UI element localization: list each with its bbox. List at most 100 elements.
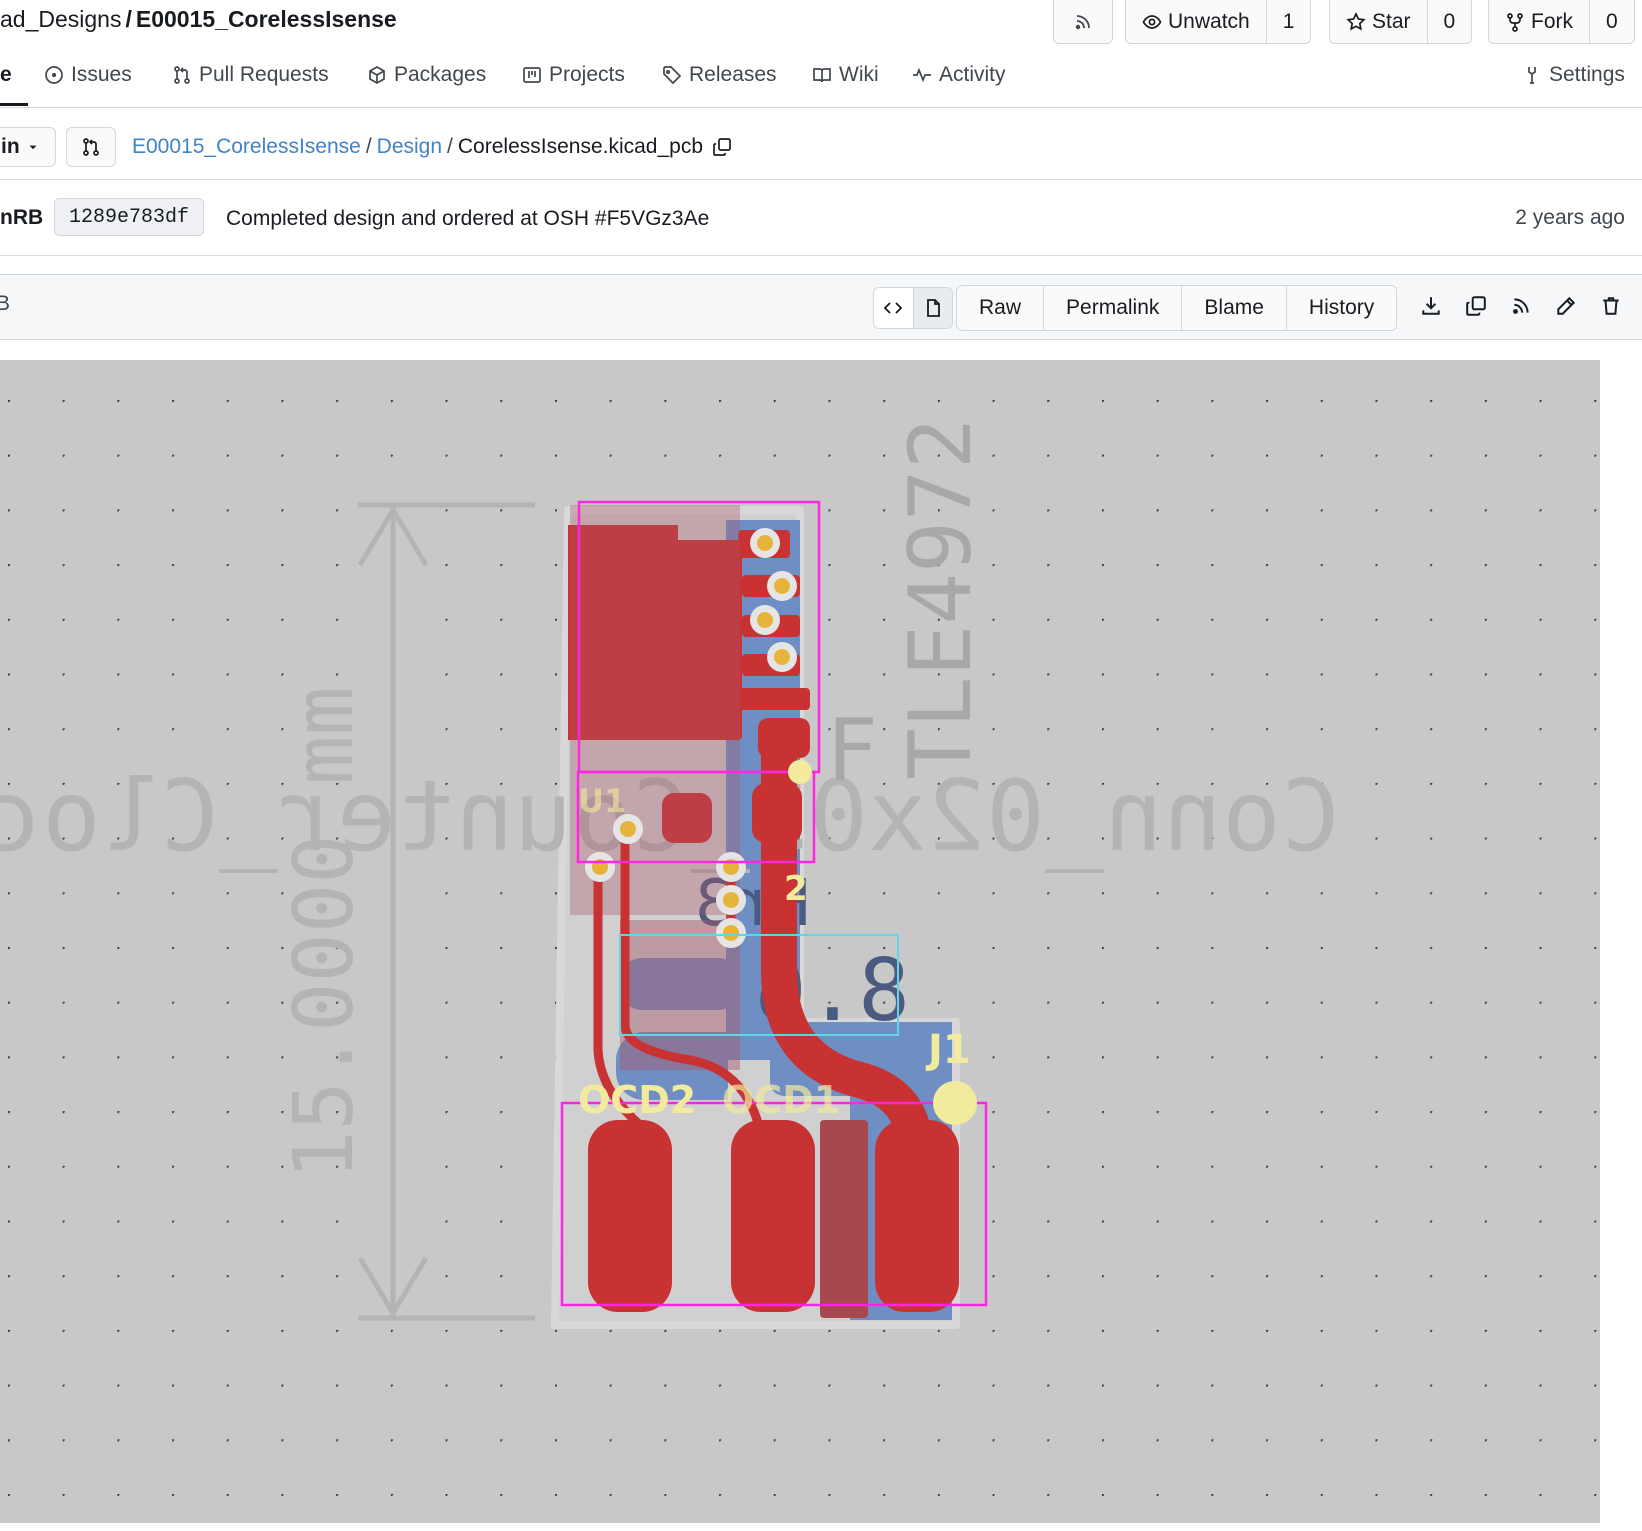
tool-icon <box>1522 65 1542 85</box>
viewer-right-margin <box>1600 360 1642 1523</box>
u1-ref: U1 <box>578 782 626 820</box>
watch-button-group: Unwatch 1 <box>1125 0 1312 44</box>
copper-overlay <box>570 505 740 915</box>
f-label: F <box>826 701 878 801</box>
source-view-button[interactable] <box>874 288 913 328</box>
file-breadcrumb-row: in E00015_CorelessIsense / Design / Core… <box>0 108 1642 180</box>
pull-request-icon <box>172 65 192 85</box>
breadcrumb-folder-link[interactable]: Design <box>376 135 443 158</box>
tab-projects-label: Projects <box>549 63 625 86</box>
unwatch-label: Unwatch <box>1168 9 1250 33</box>
file-action-buttons: Raw Permalink Blame History <box>956 285 1398 331</box>
fork-button-group: Fork 0 <box>1488 0 1635 44</box>
package-icon <box>367 65 387 85</box>
copy-path-icon[interactable] <box>712 137 732 157</box>
blame-button[interactable]: Blame <box>1181 286 1286 330</box>
pad-ocd1 <box>731 1120 815 1312</box>
fork-icon <box>1505 12 1525 32</box>
tag-icon <box>662 65 682 85</box>
pcb-viewer[interactable]: 15.0000 mm Conn_02x03_Counter_Clockwise … <box>0 360 1600 1523</box>
rendered-view-button[interactable] <box>912 288 952 328</box>
trash-icon[interactable] <box>1600 295 1622 317</box>
pad-j1 <box>875 1120 959 1312</box>
history-button[interactable]: History <box>1285 286 1396 330</box>
pad-ocd2 <box>588 1120 672 1312</box>
unwatch-button[interactable]: Unwatch <box>1126 0 1266 43</box>
rss-feed-button[interactable] <box>1053 0 1113 44</box>
breadcrumb-file-name: CorelessIsense.kicad_pcb <box>457 135 704 158</box>
fork-count[interactable]: 0 <box>1589 0 1634 43</box>
repo-name-link[interactable]: E00015_CorelessIsense <box>135 6 397 32</box>
tab-releases[interactable]: Releases <box>662 63 777 87</box>
star-icon <box>1346 11 1366 32</box>
rss-icon[interactable] <box>1510 295 1532 317</box>
file-size: B <box>0 292 11 315</box>
copy-content-icon[interactable] <box>1465 295 1487 317</box>
j1-ref: J1 <box>925 1027 971 1073</box>
tab-pull-requests-label: Pull Requests <box>199 63 329 86</box>
star-button[interactable]: Star <box>1330 0 1427 43</box>
rss-icon <box>1073 12 1093 32</box>
pin1-dot <box>788 760 812 784</box>
branch-name: in <box>1 135 20 158</box>
tab-issues[interactable]: Issues <box>44 63 132 87</box>
tab-settings-label: Settings <box>1549 63 1625 86</box>
repo-title: ad_Designs/E00015_CorelessIsense <box>0 6 397 33</box>
dimension-text: 15.0000 mm <box>277 686 372 1180</box>
front-silkscreen: J1 OCD2 OCD1 U1 2 <box>578 782 971 1122</box>
file-icon-actions <box>1420 295 1622 317</box>
vias <box>585 528 797 948</box>
code-icon <box>883 298 903 318</box>
tab-code[interactable]: e <box>0 63 12 87</box>
download-icon[interactable] <box>1420 295 1442 317</box>
pulse-icon <box>912 65 932 85</box>
latest-commit-row: nRB 1289e783df Completed design and orde… <box>0 180 1642 256</box>
star-count[interactable]: 0 <box>1426 0 1472 43</box>
active-tab-underline <box>0 103 28 106</box>
repo-owner-link[interactable]: ad_Designs <box>0 6 122 32</box>
breadcrumb-separator: / <box>447 135 453 158</box>
commit-message[interactable]: Completed design and ordered at OSH #F5V… <box>226 207 710 230</box>
compare-button[interactable] <box>66 127 116 167</box>
commit-time: 2 years ago <box>1515 206 1625 229</box>
tab-pull-requests[interactable]: Pull Requests <box>172 63 329 87</box>
fork-button[interactable]: Fork <box>1489 0 1589 43</box>
tab-wiki[interactable]: Wiki <box>812 63 879 87</box>
c2-ref: 2 <box>784 869 808 909</box>
repo-header: ad_Designs/E00015_CorelessIsense Unwatch… <box>0 0 1642 50</box>
star-label: Star <box>1372 9 1411 33</box>
tab-activity[interactable]: Activity <box>912 63 1006 87</box>
project-board-icon <box>522 65 542 85</box>
eye-icon <box>1142 12 1162 32</box>
fab-outline <box>619 934 899 1036</box>
courtyards <box>560 500 988 1307</box>
repo-nav-tabs: e Issues Pull Requests Packages Projects… <box>0 50 1642 108</box>
file-icon <box>923 298 943 318</box>
permalink-button[interactable]: Permalink <box>1043 286 1181 330</box>
ocd2-label: OCD2 <box>578 1078 696 1122</box>
star-button-group: Star 0 <box>1329 0 1473 44</box>
breadcrumb-repo-link[interactable]: E00015_CorelessIsense <box>132 135 361 158</box>
fork-label: Fork <box>1531 9 1573 33</box>
tab-projects[interactable]: Projects <box>522 63 625 87</box>
tab-wiki-label: Wiki <box>839 63 879 86</box>
tab-packages[interactable]: Packages <box>367 63 486 87</box>
commit-author[interactable]: nRB <box>0 206 44 229</box>
pencil-icon[interactable] <box>1555 295 1577 317</box>
pin1-marker <box>933 1081 977 1125</box>
breadcrumb-separator: / <box>365 135 372 158</box>
tab-settings[interactable]: Settings <box>1522 63 1625 87</box>
breadcrumb: E00015_CorelessIsense / Design / Coreles… <box>132 135 732 159</box>
watch-count[interactable]: 1 <box>1265 0 1311 43</box>
pcb-canvas[interactable]: 15.0000 mm Conn_02x03_Counter_Clockwise … <box>0 360 1600 1523</box>
commit-sha-link[interactable]: 1289e783df <box>54 198 205 236</box>
component-value-text: TLE4972 <box>891 418 991 780</box>
caret-down-icon <box>26 137 40 157</box>
branch-selector[interactable]: in <box>0 127 56 167</box>
tab-activity-label: Activity <box>939 63 1006 86</box>
view-mode-toggle <box>873 287 953 329</box>
issue-icon <box>44 65 64 85</box>
raw-button[interactable]: Raw <box>979 296 1022 319</box>
dimension-line <box>357 502 535 1321</box>
tab-packages-label: Packages <box>394 63 487 86</box>
